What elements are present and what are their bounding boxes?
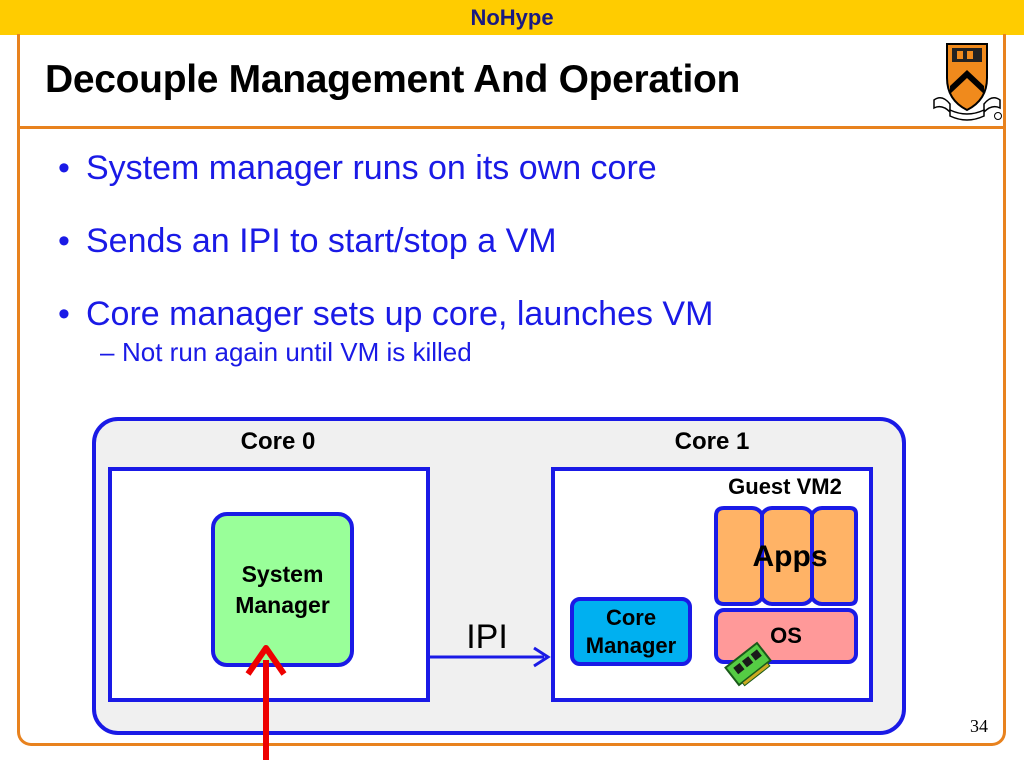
- bullet-marker: •: [58, 222, 70, 260]
- core-manager-line1: Core: [605, 604, 657, 630]
- ipi-label: IPI: [466, 618, 508, 656]
- external-request-arrowhead-icon: [245, 645, 287, 676]
- ipi-arrowhead-icon: [533, 646, 551, 668]
- core-manager-line2: Manager: [585, 632, 677, 658]
- apps-stack-icon: [714, 506, 858, 606]
- bullet-marker: •: [58, 149, 70, 187]
- sub-bullet-text: Not run again until VM is killed: [122, 337, 472, 367]
- bullet-text: System manager runs on its own core: [86, 149, 657, 187]
- guest-vm-label: Guest VM2: [728, 474, 842, 499]
- sub-bullet-item: –Not run again until VM is killed: [100, 337, 713, 367]
- os-box: OS: [714, 608, 858, 664]
- slide-title: Decouple Management And Operation: [45, 58, 741, 101]
- banner-title: NoHype: [470, 5, 554, 30]
- system-manager-line2: Manager: [235, 591, 330, 618]
- core0-label: Core 0: [240, 428, 316, 455]
- bullet-text: Sends an IPI to start/stop a VM: [86, 222, 557, 260]
- slide-frame: [17, 34, 1006, 746]
- os-label: OS: [770, 623, 802, 648]
- network-card-icon: [724, 641, 772, 687]
- university-shield-logo-icon: [933, 43, 1002, 121]
- system-manager-line1: System: [241, 560, 324, 587]
- title-divider: [17, 126, 1006, 129]
- bullet-text: Core manager sets up core, launches VM: [86, 295, 714, 333]
- apps-label: Apps: [752, 540, 828, 573]
- bullet-item: • Core manager sets up core, launches VM: [58, 294, 713, 334]
- bullet-item: • System manager runs on its own core: [58, 148, 713, 188]
- core-manager-box: Core Manager: [570, 597, 692, 666]
- page-number: 34: [970, 716, 988, 736]
- top-banner: NoHype: [0, 0, 1024, 35]
- system-manager-box: System Manager: [211, 512, 354, 667]
- bullet-item: • Sends an IPI to start/stop a VM: [58, 221, 713, 261]
- bullet-list: • System manager runs on its own core • Se…: [58, 148, 713, 400]
- sub-bullet-marker: –: [100, 337, 115, 367]
- bullet-marker: •: [58, 295, 70, 333]
- core1-label: Core 1: [674, 428, 750, 455]
